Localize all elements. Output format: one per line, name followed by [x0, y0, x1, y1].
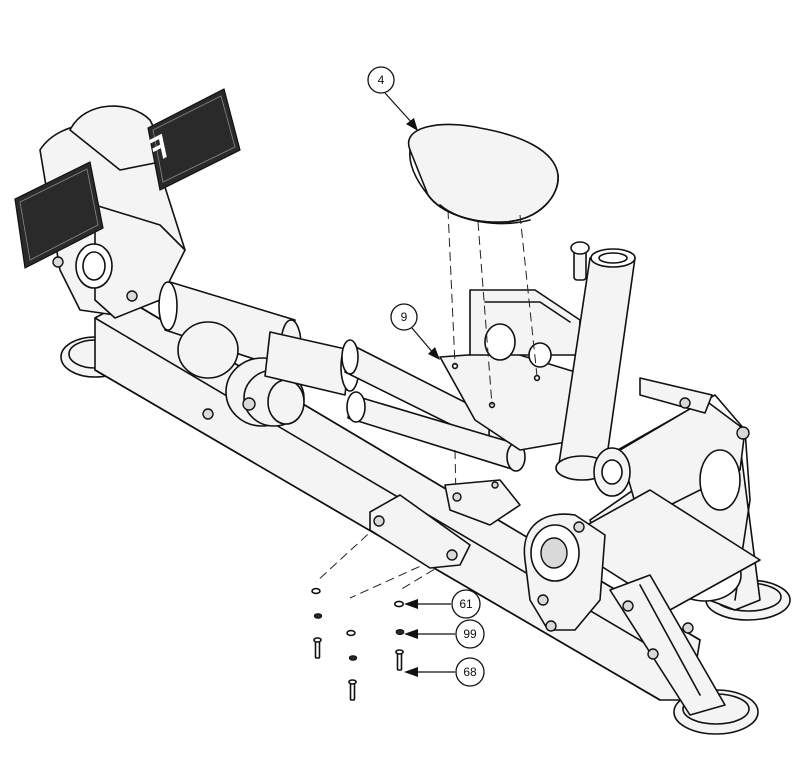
- fastener-stack-3: [393, 600, 405, 671]
- fastener-stack-1: [311, 587, 323, 659]
- slider-block: [444, 479, 521, 526]
- knee-pad-rear: ꟻ: [147, 88, 241, 191]
- brand-logo-icon: ꟻ: [148, 128, 171, 170]
- bottom-cover-plate: [369, 494, 471, 569]
- callout-label-99: 99: [463, 627, 477, 641]
- callout-68: 68: [404, 657, 485, 687]
- fastener-stack-2: [346, 629, 358, 701]
- knee-pad-front: ꟻ: [0, 161, 104, 269]
- seat-post-tube: [555, 248, 636, 481]
- callout-9: 9: [390, 303, 440, 360]
- callout-label-68: 68: [463, 665, 477, 679]
- front-cross-member: [559, 489, 761, 716]
- brand-logo-icon: ꟻ: [0, 220, 16, 262]
- callout-4: 4: [367, 66, 418, 131]
- svg-text:ꟻ: ꟻ: [0, 220, 16, 262]
- callout-99: 99: [404, 619, 485, 649]
- pivot-bracket: [523, 513, 606, 632]
- callout-61: 61: [404, 589, 481, 619]
- assembly-guide-lines: [315, 209, 538, 599]
- pop-pin-knob: [570, 241, 590, 281]
- svg-text:ꟻ: ꟻ: [148, 128, 171, 170]
- callout-label-9: 9: [401, 310, 408, 324]
- callout-label-4: 4: [378, 73, 385, 87]
- seat-cushion: [407, 123, 559, 225]
- seat-post-base: [593, 447, 631, 497]
- callout-label-61: 61: [459, 597, 473, 611]
